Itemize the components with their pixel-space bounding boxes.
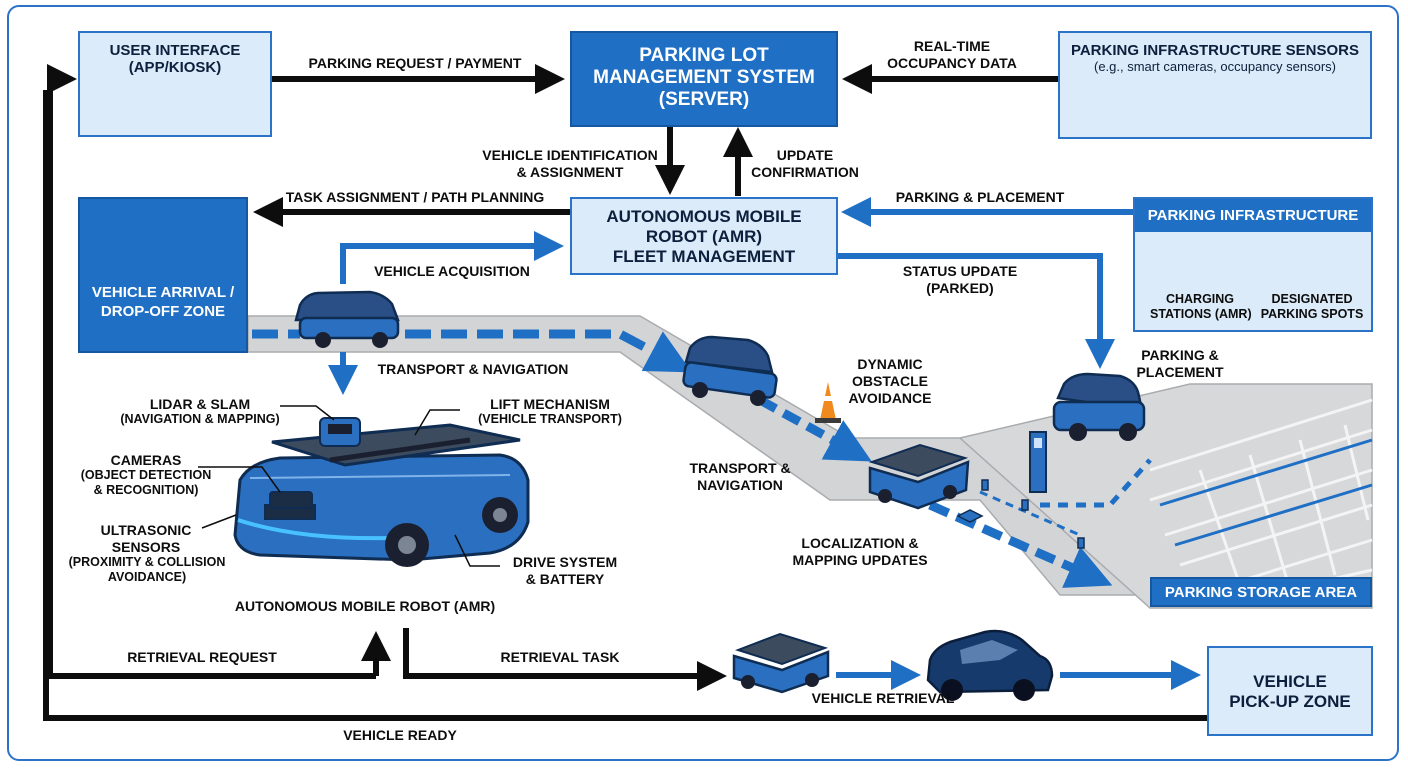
label-localization-2: MAPPING UPDATES (792, 552, 928, 568)
sensors-title: PARKING INFRASTRUCTURE SENSORS (1070, 42, 1360, 59)
charging-pillar (1029, 431, 1047, 493)
drive-label-2: & BATTERY (525, 571, 605, 587)
amr-title: AUTONOMOUS MOBILE ROBOT (AMR) (234, 598, 496, 614)
pickup-zone-box[interactable]: VEHICLE PICK-UP ZONE (1207, 646, 1373, 736)
lift-label-2: (VEHICLE TRANSPORT) (478, 412, 622, 426)
label-vehicle-acquisition: VEHICLE ACQUISITION (374, 263, 530, 279)
storage-title: PARKING STORAGE AREA (1164, 584, 1358, 601)
amr-retrieval (732, 632, 830, 694)
retrieved-car (926, 629, 1054, 701)
sensors-box[interactable]: PARKING INFRASTRUCTURE SENSORS (e.g., sm… (1058, 31, 1372, 139)
charging-label-2: STATIONS (AMR) (1150, 307, 1252, 321)
storage-area-label[interactable]: PARKING STORAGE AREA (1150, 577, 1372, 607)
fleet-management-box[interactable]: AUTONOMOUS MOBILE ROBOT (AMR) FLEET MANA… (570, 197, 838, 275)
label-dynamic-2: OBSTACLE (852, 373, 928, 389)
infrastructure-title: PARKING INFRASTRUCTURE (1135, 199, 1371, 232)
amr-navigating (868, 443, 970, 510)
lidar-label-1: LIDAR & SLAM (149, 396, 251, 412)
fleet-line2: ROBOT (AMR) (645, 227, 763, 246)
server-line1: PARKING LOT (639, 45, 769, 66)
amr-with-car-transport (682, 335, 778, 406)
label-parking-lot-1: PARKING & (1141, 347, 1219, 363)
diagram-frame (7, 5, 1399, 761)
label-vehicle-ready: VEHICLE READY (343, 727, 457, 743)
blue-arrows (328, 197, 1201, 690)
label-status-update-1: STATUS UPDATE (902, 263, 1018, 279)
label-update-2: CONFIRMATION (751, 164, 859, 180)
label-parking-request: PARKING REQUEST / PAYMENT (308, 55, 522, 71)
label-transport-navigation-1: TRANSPORT & NAVIGATION (377, 361, 569, 377)
arrival-zone-line1: VEHICLE ARRIVAL / (91, 284, 235, 301)
label-transport-navigation-2b: NAVIGATION (697, 477, 783, 493)
fleet-line3: FLEET MANAGEMENT (612, 247, 796, 266)
cameras-label-2: (OBJECT DETECTION (80, 468, 212, 482)
transport-arrows (252, 329, 1113, 588)
server-line2: MANAGEMENT SYSTEM (593, 67, 815, 88)
black-arrows (43, 64, 1207, 721)
cameras-label-1: CAMERAS (110, 452, 182, 468)
label-retrieval-task: RETRIEVAL TASK (500, 649, 620, 665)
ultrasonic-label-3: (PROXIMITY & COLLISION (68, 555, 226, 569)
amr-parking-car (1052, 372, 1146, 441)
label-dynamic-3: AVOIDANCE (848, 390, 932, 406)
pickup-line2: PICK-UP ZONE (1229, 692, 1351, 711)
cameras-label-3: & RECOGNITION) (93, 483, 199, 497)
localization-marker-icon (956, 479, 1085, 549)
ultrasonic-label-2: SENSORS (111, 539, 181, 555)
label-realtime-1: REAL-TIME (913, 38, 991, 54)
label-task-assignment: TASK ASSIGNMENT / PATH PLANNING (285, 189, 545, 205)
server-box[interactable]: PARKING LOT MANAGEMENT SYSTEM (SERVER) (570, 31, 838, 127)
drive-label-1: DRIVE SYSTEM (512, 554, 618, 570)
user-interface-title: USER INTERFACE (109, 42, 241, 59)
sensors-subtitle: (e.g., smart cameras, occupancy sensors) (1093, 59, 1337, 74)
label-realtime-2: OCCUPANCY DATA (887, 55, 1017, 71)
user-interface-box[interactable]: USER INTERFACE (APP/KIOSK) (78, 31, 272, 137)
user-interface-subtitle: (APP/KIOSK) (128, 59, 222, 76)
pickup-line1: VEHICLE (1253, 672, 1327, 691)
label-vehicle-retrieval: VEHICLE RETRIEVAL (811, 690, 955, 706)
label-update-1: UPDATE (776, 147, 834, 163)
ultrasonic-label-1: ULTRASONIC (100, 522, 192, 538)
lift-label-1: LIFT MECHANISM (490, 396, 610, 412)
server-line3: (SERVER) (658, 89, 750, 110)
arrival-zone-box[interactable]: VEHICLE ARRIVAL / DROP-OFF ZONE (78, 197, 248, 353)
traffic-cone-icon (815, 382, 841, 423)
label-transport-navigation-2a: TRANSPORT & (689, 460, 791, 476)
label-vehicle-id-1: VEHICLE IDENTIFICATION (482, 147, 658, 163)
amr-with-car-acquisition (294, 290, 400, 348)
parking-path (979, 458, 1152, 537)
fleet-line1: AUTONOMOUS MOBILE (606, 207, 802, 226)
charging-label-1: CHARGING (1165, 292, 1235, 306)
label-vehicle-id-2: & ASSIGNMENT (516, 164, 624, 180)
amr-callout-lines (198, 405, 500, 567)
arrival-zone-line2: DROP-OFF ZONE (100, 303, 226, 320)
spots-label-2: PARKING SPOTS (1260, 307, 1364, 321)
lidar-label-2: (NAVIGATION & MAPPING) (120, 412, 280, 426)
label-dynamic-1: DYNAMIC (857, 356, 923, 372)
infrastructure-box[interactable]: PARKING INFRASTRUCTURE (1133, 197, 1373, 332)
label-status-update-2: (PARKED) (926, 280, 994, 296)
label-parking-placement-top: PARKING & PLACEMENT (895, 189, 1065, 205)
amr-robot-illustration (233, 417, 530, 567)
ultrasonic-label-4: AVOIDANCE) (107, 570, 187, 584)
label-localization-1: LOCALIZATION & (801, 535, 919, 551)
label-retrieval-request: RETRIEVAL REQUEST (127, 649, 277, 665)
spots-label-1: DESIGNATED (1271, 292, 1353, 306)
label-parking-lot-2: PLACEMENT (1136, 364, 1224, 380)
